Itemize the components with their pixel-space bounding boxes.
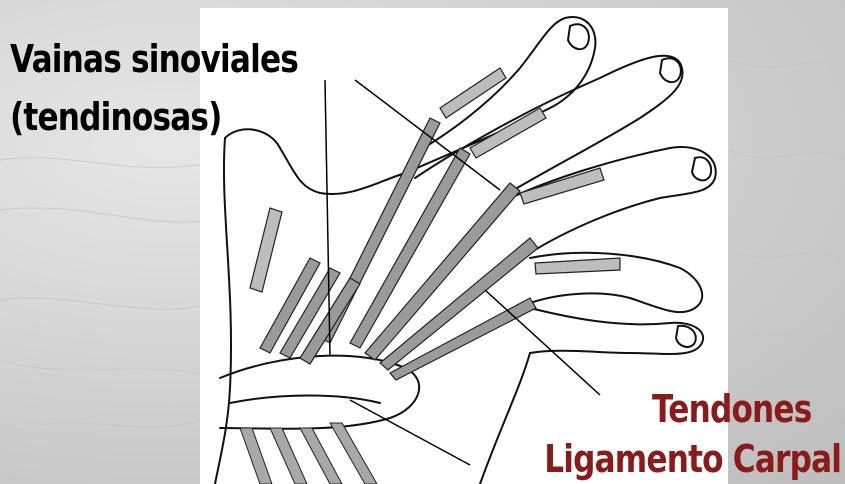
label-tendinosas: (tendinosas) (10, 98, 222, 136)
label-ligamento-carpal: Ligamento Carpal (544, 440, 841, 478)
label-tendones: Tendones (652, 390, 811, 428)
label-vainas-sinoviales: Vainas sinoviales (10, 40, 298, 78)
